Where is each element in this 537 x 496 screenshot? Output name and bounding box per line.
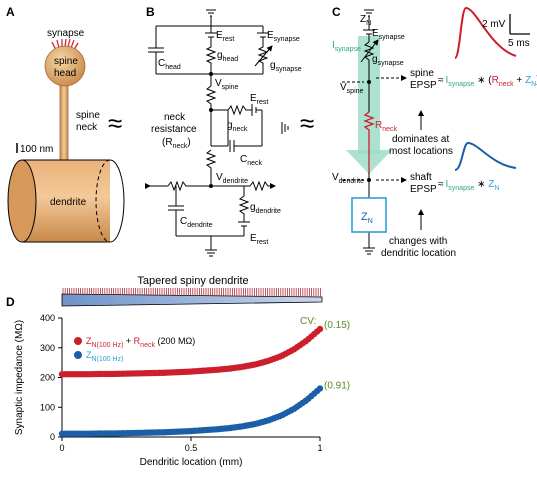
b-esyn: Esynapse	[267, 30, 300, 43]
c-z-top: ZN	[360, 14, 371, 27]
spine-head-label-2: head	[54, 68, 76, 79]
legend-red-text: ZN(100 Hz) + Rneck (200 MΩ)	[86, 336, 195, 349]
b-gsyn: gsynapse	[270, 60, 302, 73]
y-tick-label: 100	[40, 402, 55, 412]
cv-value-1: (0.91)	[324, 381, 350, 392]
dendrite-cylinder	[7, 159, 125, 243]
spine-epsp-trace	[454, 6, 517, 59]
y-tick-label: 0	[50, 432, 55, 442]
spine-epsp-2: EPSP	[410, 80, 437, 91]
legend-marker-red	[74, 337, 82, 345]
b-cneck: Cneck	[240, 154, 263, 167]
panel-a-letter: A	[6, 5, 15, 19]
approx-symbol-1: ≈	[108, 108, 122, 138]
b-erest: Erest	[216, 30, 234, 43]
b-neck-res-3: (Rneck)	[162, 137, 191, 150]
c-rneck: Rneck	[375, 120, 398, 133]
legend-blue-text: ZN(100 Hz)	[86, 350, 123, 363]
shaft-epsp-trace	[454, 141, 517, 171]
b-ghead: ghead	[217, 50, 238, 63]
shaft-epsp-2: EPSP	[410, 184, 437, 195]
zn-box-label: ZN	[361, 211, 373, 225]
b-vspine: Vspine	[215, 78, 239, 91]
panel-a: A synapse spine head spine neck 100 nm d…	[6, 5, 125, 243]
scale-bar-label: 100 nm	[20, 144, 53, 155]
y-axis-label: Synaptic impedance (MΩ)	[14, 320, 25, 435]
b-neck-res-2: resistance	[151, 124, 197, 135]
y-tick-label: 300	[40, 343, 55, 353]
x-axis-label: Dendritic location (mm)	[140, 457, 243, 468]
x-tick-label: 0.5	[185, 443, 198, 453]
d-title: Tapered spiny dendrite	[137, 275, 248, 287]
tapered-dendrite	[61, 288, 323, 307]
shaft-epsp-1: shaft	[410, 172, 432, 183]
series-1-point	[316, 385, 324, 392]
note2-line1: changes with	[389, 236, 447, 247]
y-tick-label: 400	[40, 313, 55, 323]
b-erest2: Erest	[250, 93, 268, 106]
b-gneck: gneck	[227, 120, 248, 133]
zn-box	[351, 197, 387, 233]
b-chead: Chead	[158, 58, 181, 71]
legend-marker-blue	[74, 351, 82, 359]
r-neck-resistor	[363, 111, 375, 172]
spine-head-label-1: spine	[54, 56, 78, 67]
shaft-epsp-equation: ≈Isynapse ∗ ZN	[438, 179, 499, 192]
spine-epsp-1: spine	[410, 68, 434, 79]
note1-line1: dominates at	[392, 134, 449, 145]
c-vdend: Vdendrite	[332, 172, 364, 185]
spine-neck-label-2: neck	[76, 122, 98, 133]
note2-line2: dendritic location	[381, 248, 456, 259]
approx-symbol-2: ≈	[300, 108, 314, 138]
dendrite-label: dendrite	[50, 197, 87, 208]
synapse-label: synapse	[47, 28, 85, 39]
spine-neck-label-1: spine	[76, 110, 100, 121]
c-isyn: Isynapse	[332, 40, 361, 53]
cv-label: CV:	[300, 316, 316, 327]
x-tick-label: 1	[317, 443, 322, 453]
c-node-spine	[367, 80, 371, 84]
panel-c: C ZN ZN Isynapse Esyna	[332, 5, 537, 259]
b-vdend: Vdendrite	[216, 172, 248, 185]
c-vspine: Vspine	[340, 82, 364, 95]
panel-b: B	[145, 5, 314, 257]
note1-line2: most locations	[389, 146, 453, 157]
c-node-dend	[367, 178, 371, 182]
spine-head	[44, 45, 86, 87]
b-erest3: Erest	[250, 233, 268, 246]
panel-c-letter: C	[332, 5, 341, 19]
b-cdend: Cdendrite	[180, 216, 213, 229]
b-neck-res-1: neck	[164, 112, 186, 123]
b-gdend: gdendrite	[250, 202, 281, 215]
y-tick-label: 200	[40, 373, 55, 383]
x-tick-label: 0	[59, 443, 64, 453]
c-esyn: Esynapse	[372, 28, 405, 41]
scale-ms: 5 ms	[508, 38, 530, 49]
panel-d-letter: D	[6, 295, 15, 309]
impedance-plot: 0 100 200 300 400 0 0.5 1 Synaptic impedance (MΩ…	[14, 313, 350, 468]
cv-value-0: (0.15)	[324, 320, 350, 331]
scale-mv: 2 mV	[482, 19, 506, 30]
panel-b-letter: B	[146, 5, 155, 19]
spine-epsp-equation: ≈Isynapse ∗ (Rneck + ZN)	[438, 75, 537, 88]
series-0-point	[316, 325, 324, 333]
c-gsyn: gsynapse	[372, 54, 404, 67]
